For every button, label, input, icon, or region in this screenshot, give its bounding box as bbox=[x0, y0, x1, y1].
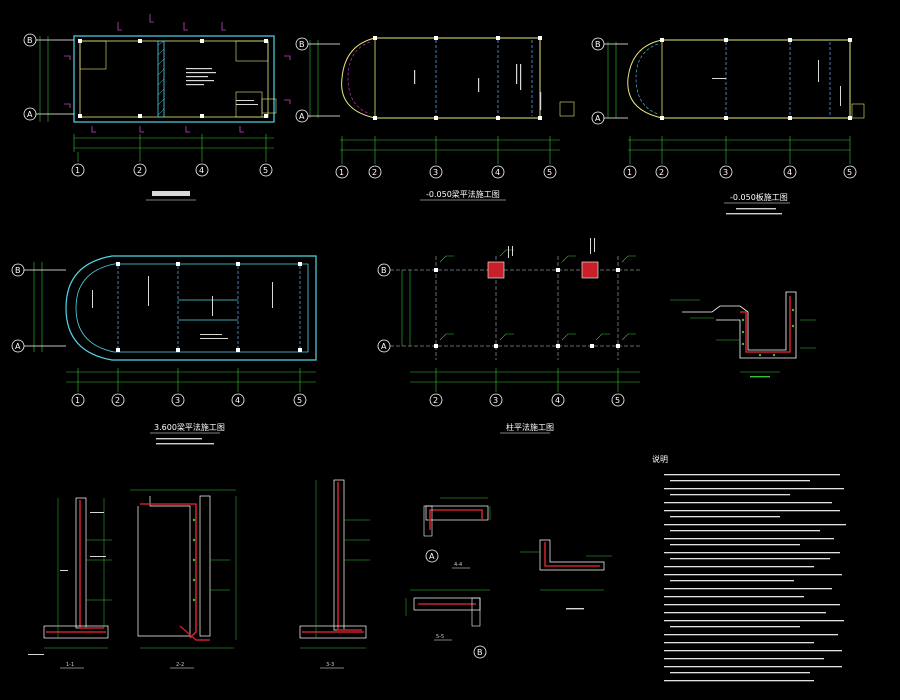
detail-4-4: A 4-4 bbox=[423, 497, 491, 569]
plan-5: B A 2 3 4 5 柱平法施工图 bbox=[377, 238, 640, 434]
section-1-1-label: 1-1 bbox=[66, 662, 74, 668]
plan4-axis-5: 5 bbox=[297, 396, 302, 405]
plan5-axis-4: 4 bbox=[555, 396, 560, 405]
plan3-axis-4: 4 bbox=[787, 168, 792, 177]
section-3-3: 3-3 bbox=[299, 479, 370, 669]
plan-4: B A 1 2 3 4 5 3.600梁平法施工图 bbox=[11, 255, 317, 445]
plan2-axis-2: 2 bbox=[372, 168, 377, 177]
detail-5-5-axis: B bbox=[477, 648, 483, 657]
plan5-axis-2: 2 bbox=[433, 396, 438, 405]
plan4-axis-b: B bbox=[15, 266, 21, 275]
plan1-axis-b: B bbox=[27, 36, 33, 45]
plan4-axis-4: 4 bbox=[235, 396, 240, 405]
detail-4-4-label: 4-4 bbox=[454, 562, 462, 568]
section-2-2-label: 2-2 bbox=[176, 662, 184, 668]
plan2-title: -0.050梁平法施工图 bbox=[426, 189, 500, 199]
plan1-axis-4: 4 bbox=[199, 166, 204, 175]
plan-2: B A 1 2 3 4 5 -0.050梁平法施工图 bbox=[295, 36, 575, 201]
notes-text-lines bbox=[664, 474, 846, 682]
plan5-axis-b: B bbox=[381, 266, 387, 275]
detail-5-5-label: 5-5 bbox=[436, 634, 444, 640]
plan1-axis-1: 1 bbox=[75, 166, 80, 175]
plan4-title: 3.600梁平法施工图 bbox=[154, 422, 225, 432]
plan3-axis-1: 1 bbox=[627, 168, 632, 177]
plan4-axis-1: 1 bbox=[75, 396, 80, 405]
plan5-axis-5: 5 bbox=[615, 396, 620, 405]
plan2-axis-3: 3 bbox=[433, 168, 438, 177]
plan1-axis-2: 2 bbox=[137, 166, 142, 175]
plan4-axis-3: 3 bbox=[175, 396, 180, 405]
section-3-3-label: 3-3 bbox=[326, 662, 334, 668]
plan2-axis-1: 1 bbox=[339, 168, 344, 177]
notes-title: 说明 bbox=[652, 454, 668, 464]
section-1-1: 1-1 bbox=[28, 497, 112, 669]
wall-detail bbox=[670, 291, 816, 378]
notes-block: 说明 bbox=[652, 454, 846, 682]
plan1-axis-a: A bbox=[27, 110, 33, 119]
plan3-title: -0.050板施工图 bbox=[730, 192, 788, 202]
plan3-axis-a: A bbox=[595, 114, 601, 123]
plan-1: B A 1 2 4 5 bbox=[23, 14, 291, 201]
plan1-inner-wall bbox=[79, 40, 269, 118]
plan1-outer-wall bbox=[73, 35, 275, 123]
detail-5-5: B 5-5 bbox=[405, 589, 490, 659]
plan-3: B A 1 2 3 4 5 -0.050板施工图 bbox=[591, 37, 865, 215]
plan3-axis-b: B bbox=[595, 40, 601, 49]
plan5-axis-3: 3 bbox=[493, 396, 498, 405]
plan2-axis-4: 4 bbox=[495, 168, 500, 177]
plan4-axis-2: 2 bbox=[115, 396, 120, 405]
plan1-axis-5: 5 bbox=[263, 166, 268, 175]
plan3-axis-3: 3 bbox=[723, 168, 728, 177]
plan2-axis-a: A bbox=[299, 112, 305, 121]
section-2-2: 2-2 bbox=[130, 489, 237, 669]
detail-4-4-axis: A bbox=[429, 552, 435, 561]
detail-step bbox=[520, 539, 612, 610]
plan5-axis-a: A bbox=[381, 342, 387, 351]
plan5-title: 柱平法施工图 bbox=[506, 422, 554, 432]
plan3-axis-5: 5 bbox=[847, 168, 852, 177]
plan1-hatched-wall bbox=[157, 40, 165, 118]
plan4-axis-a: A bbox=[15, 342, 21, 351]
plan2-axis-b: B bbox=[299, 40, 305, 49]
plan3-axis-2: 2 bbox=[659, 168, 664, 177]
plan2-axis-5: 5 bbox=[547, 168, 552, 177]
